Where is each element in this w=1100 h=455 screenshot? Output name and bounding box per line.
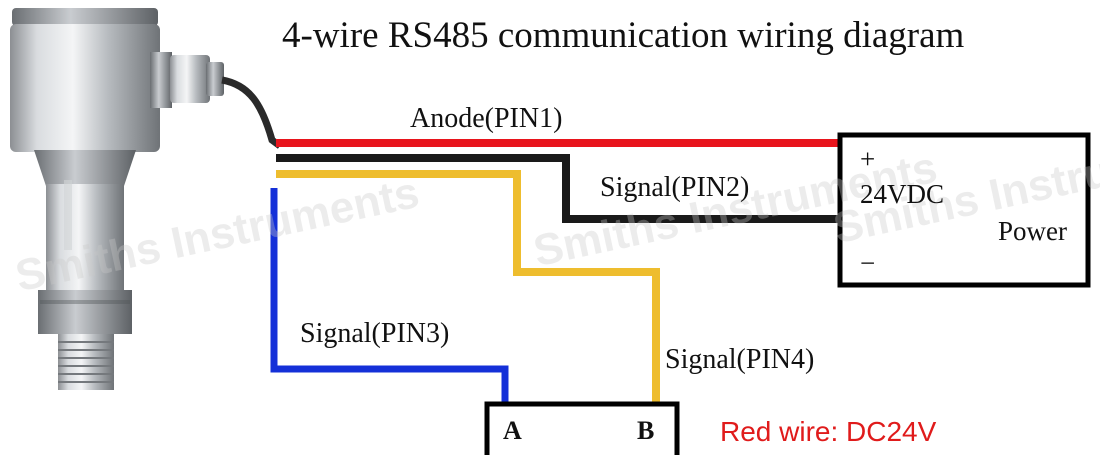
diagram-title: 4-wire RS485 communication wiring diagra… xyxy=(282,15,965,56)
blue-wire xyxy=(270,188,509,404)
rs485-a-label: A xyxy=(503,416,522,445)
signal-pin2-label: Signal(PIN2) xyxy=(600,172,750,203)
rs485-b-label: B xyxy=(637,416,655,445)
signal-pin3-label: Signal(PIN3) xyxy=(300,318,450,349)
yellow-wire xyxy=(276,170,660,404)
signal-pin4-label: Signal(PIN4) xyxy=(665,344,815,375)
power-plus-label: + xyxy=(860,144,876,174)
red-wire-note: Red wire: DC24V xyxy=(720,416,937,447)
anode-pin1-label: Anode(PIN1) xyxy=(410,103,563,134)
pressure-transmitter-image xyxy=(10,8,283,390)
black-wire xyxy=(276,154,840,223)
power-box xyxy=(837,132,1091,288)
rs485-connector-box xyxy=(484,401,680,455)
power-voltage-label: 24VDC xyxy=(860,179,945,209)
power-minus-label: − xyxy=(860,248,876,278)
power-name-label: Power xyxy=(998,216,1067,246)
